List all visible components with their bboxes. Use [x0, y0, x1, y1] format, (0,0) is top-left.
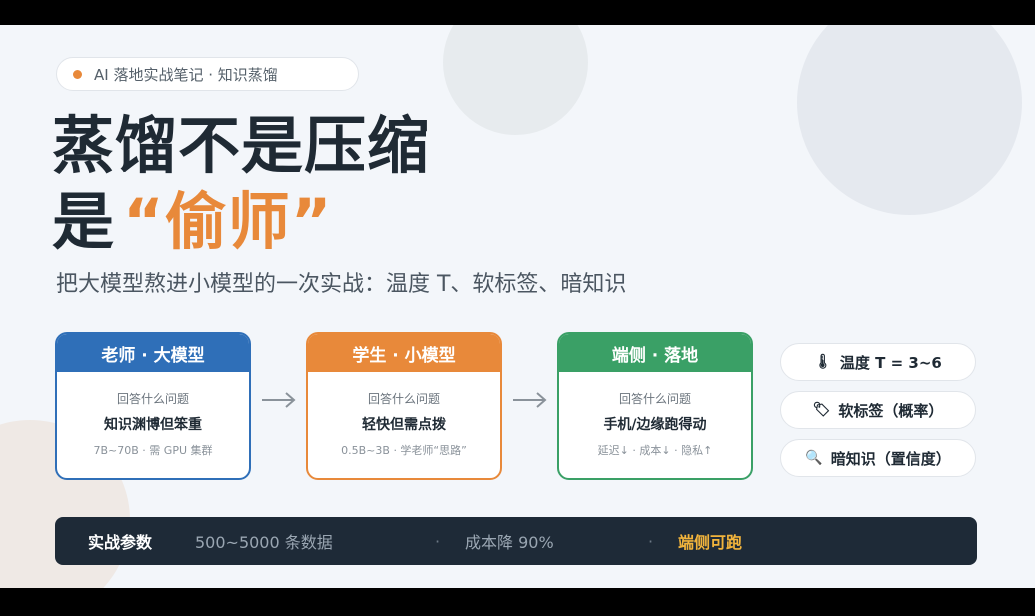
- decorative-circle: [797, 25, 1022, 215]
- dark-knowledge-pill: 🔍 暗知识（置信度）: [780, 439, 976, 477]
- topic-tag: AI 落地实战笔记 · 知识蒸馏: [56, 57, 359, 91]
- card-question: 回答什么问题: [618, 392, 691, 406]
- card-note: 0.5B~3B · 学老师“思路”: [341, 444, 467, 457]
- pill-label: 暗知识（置信度）: [830, 449, 951, 468]
- arrow-right-icon: [513, 392, 547, 408]
- params-item-edge: 端侧可跑: [678, 533, 743, 552]
- card-header: 老师 · 大模型: [57, 334, 249, 372]
- page-title-line2: 是“偷师”: [52, 191, 333, 253]
- separator: ·: [435, 531, 441, 551]
- card-note: 7B~70B · 需 GPU 集群: [93, 444, 213, 457]
- title-prefix: 是: [52, 185, 116, 258]
- subtitle: 把大模型熬进小模型的一次实战：温度 T、软标签、暗知识: [56, 272, 627, 297]
- decorative-circle: [443, 25, 588, 135]
- params-label: 实战参数: [88, 533, 153, 552]
- card-note: 延迟↓ · 成本↓ · 隐私↑: [597, 444, 713, 457]
- card-question: 回答什么问题: [116, 392, 189, 406]
- tag-icon: 🏷: [812, 402, 831, 418]
- card-main-text: 轻快但需点拨: [362, 417, 446, 433]
- dot-icon: [73, 69, 82, 79]
- edge-deploy-card: 端侧 · 落地 回答什么问题 手机/边缘跑得动 延迟↓ · 成本↓ · 隐私↑: [557, 332, 753, 480]
- params-item-data: 500~5000 条数据: [195, 533, 333, 552]
- separator: ·: [648, 531, 654, 551]
- soft-label-pill: 🏷 软标签（概率）: [780, 391, 976, 429]
- thermometer-icon: 🌡: [814, 354, 832, 370]
- page-title-line1: 蒸馏不是压缩: [52, 109, 431, 182]
- card-main-text: 手机/边缘跑得动: [603, 417, 707, 433]
- params-item-cost: 成本降 90%: [465, 533, 554, 552]
- params-bar: 实战参数 500~5000 条数据 · 成本降 90% · 端侧可跑: [55, 517, 977, 565]
- teacher-card: 老师 · 大模型 回答什么问题 知识渊博但笨重 7B~70B · 需 GPU 集…: [55, 332, 251, 480]
- card-main-text: 知识渊博但笨重: [104, 417, 202, 433]
- student-card: 学生 · 小模型 回答什么问题 轻快但需点拨 0.5B~3B · 学老师“思路”: [306, 332, 502, 480]
- pill-label: 温度 T = 3~6: [839, 353, 942, 372]
- card-header: 学生 · 小模型: [308, 334, 500, 372]
- slide: AI 落地实战笔记 · 知识蒸馏 蒸馏不是压缩 是“偷师” 把大模型熬进小模型的…: [0, 25, 1035, 588]
- temperature-pill: 🌡 温度 T = 3~6: [780, 343, 976, 381]
- title-accent: “偷师”: [123, 185, 333, 258]
- magnifier-icon: 🔍: [805, 450, 823, 466]
- topic-tag-label: AI 落地实战笔记 · 知识蒸馏: [94, 65, 278, 84]
- pill-label: 软标签（概率）: [838, 401, 944, 420]
- card-header: 端侧 · 落地: [559, 334, 751, 372]
- arrow-right-icon: [262, 392, 296, 408]
- card-question: 回答什么问题: [367, 392, 440, 406]
